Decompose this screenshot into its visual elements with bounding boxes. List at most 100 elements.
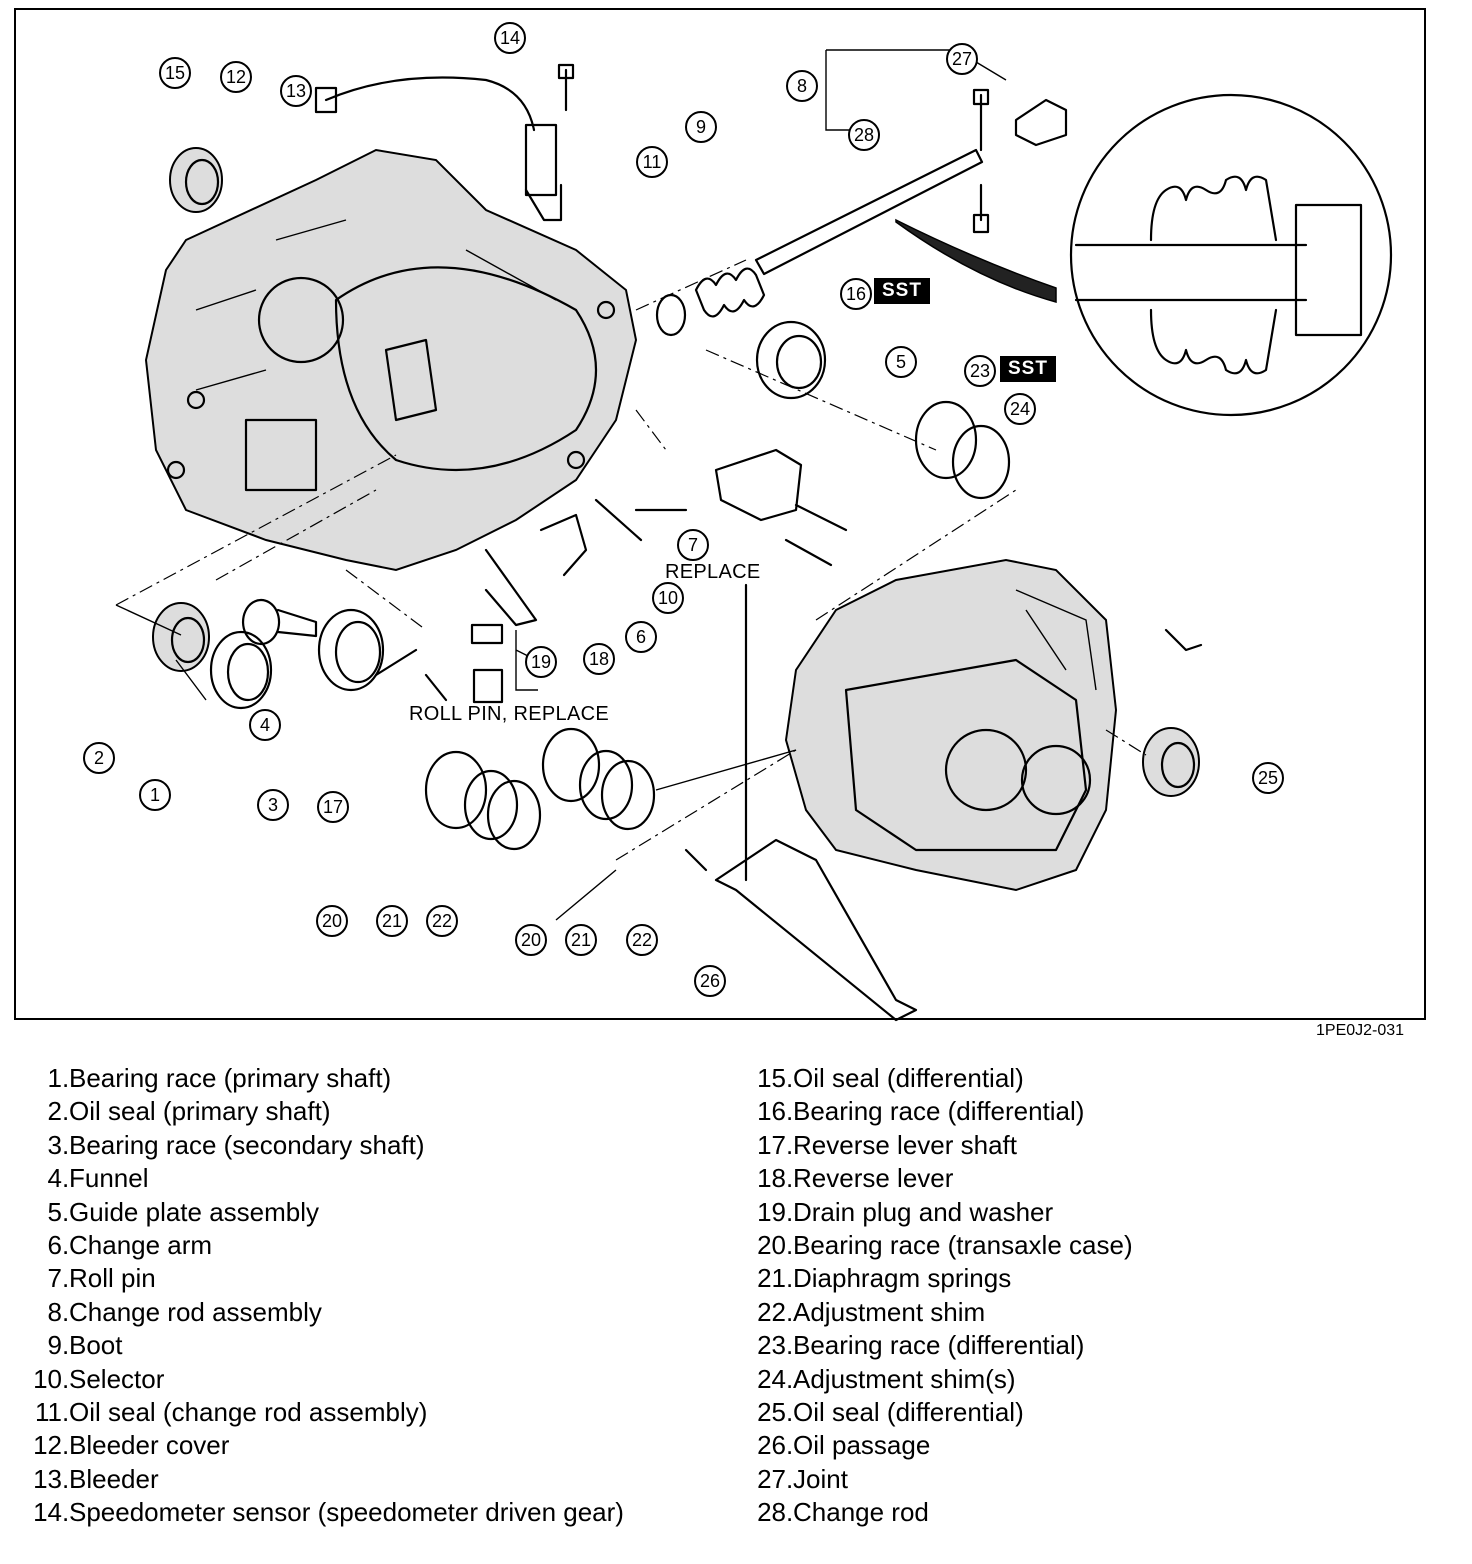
svg-text:9: 9 xyxy=(696,117,706,137)
legend-label: Change rod xyxy=(793,1497,929,1528)
callout-19: 19 xyxy=(525,646,557,678)
legend-number: 9 xyxy=(47,1330,62,1361)
sst-badge-16: SST xyxy=(874,278,930,304)
callout-20b: 20 xyxy=(515,924,547,956)
svg-text:17: 17 xyxy=(323,797,343,817)
svg-text:13: 13 xyxy=(286,81,306,101)
legend-item: 5.Guide plate assembly xyxy=(18,1196,624,1229)
boot-detail-inset xyxy=(895,93,1393,417)
callout-18: 18 xyxy=(583,643,615,675)
callout-6: 6 xyxy=(625,621,657,653)
legend-item: 17.Reverse lever shaft xyxy=(742,1129,1133,1162)
legend-item: 7.Roll pin xyxy=(18,1262,624,1295)
callout-4: 4 xyxy=(249,709,281,741)
legend-label: Diaphragm springs xyxy=(793,1263,1012,1294)
callout-28: 28 xyxy=(848,119,880,151)
legend-label: Adjustment shim(s) xyxy=(793,1363,1016,1394)
callout-22a: 22 xyxy=(426,905,458,937)
callout-16: 16 xyxy=(840,278,872,310)
legend-label: Oil passage xyxy=(793,1430,931,1461)
callout-15: 15 xyxy=(159,57,191,89)
legend-label: Bleeder cover xyxy=(69,1430,230,1461)
legend-item: 28.Change rod xyxy=(742,1496,1133,1529)
callout-8: 8 xyxy=(786,70,818,102)
svg-text:14: 14 xyxy=(500,28,520,48)
legend-item: 13.Bleeder xyxy=(18,1463,624,1496)
figure-code: 1PE0J2-031 xyxy=(1316,1022,1405,1039)
legend-label: Roll pin xyxy=(69,1263,156,1294)
legend-number: 14 xyxy=(33,1497,62,1528)
joint xyxy=(1014,98,1068,147)
svg-text:25: 25 xyxy=(1258,768,1278,788)
svg-text:21: 21 xyxy=(382,911,402,931)
transaxle-case xyxy=(784,558,1118,892)
svg-text:10: 10 xyxy=(658,588,678,608)
legend-label: Selector xyxy=(69,1363,165,1394)
roll-pin-replace-note: ROLL PIN, REPLACE xyxy=(409,703,609,725)
svg-text:1: 1 xyxy=(150,785,160,805)
legend-number: 12 xyxy=(33,1430,62,1461)
legend-label: Joint xyxy=(793,1463,848,1494)
legend-left: 1.Bearing race (primary shaft) 2.Oil sea… xyxy=(18,1062,624,1530)
legend-number: 1 xyxy=(47,1063,62,1093)
legend-number: 17 xyxy=(757,1129,786,1160)
legend-item: 26.Oil passage xyxy=(742,1429,1133,1462)
svg-text:27: 27 xyxy=(952,49,972,69)
legend-label: Funnel xyxy=(69,1163,149,1194)
legend-number: 23 xyxy=(757,1330,786,1361)
legend-number: 8 xyxy=(47,1296,62,1327)
legend-item: 21.Diaphragm springs xyxy=(742,1262,1133,1295)
callout-21b: 21 xyxy=(565,924,597,956)
legend-item: 14.Speedometer sensor (speedometer drive… xyxy=(18,1496,624,1529)
svg-text:4: 4 xyxy=(260,715,270,735)
svg-text:16: 16 xyxy=(846,284,866,304)
legend-label: Bearing race (transaxle case) xyxy=(793,1230,1133,1261)
svg-text:20: 20 xyxy=(521,930,541,950)
callout-9: 9 xyxy=(685,111,717,143)
svg-text:6: 6 xyxy=(636,627,646,647)
legend-item: 1.Bearing race (primary shaft) xyxy=(18,1062,624,1095)
svg-text:26: 26 xyxy=(700,971,720,991)
svg-text:22: 22 xyxy=(432,911,452,931)
svg-text:28: 28 xyxy=(854,125,874,145)
legend-number: 7 xyxy=(47,1263,62,1294)
legend-item: 15.Oil seal (differential) xyxy=(742,1062,1133,1095)
svg-text:18: 18 xyxy=(589,649,609,669)
legend-number: 22 xyxy=(757,1296,786,1327)
callout-26: 26 xyxy=(694,965,726,997)
legend-label: Change rod assembly xyxy=(69,1296,322,1327)
legend-label: Adjustment shim xyxy=(793,1296,986,1327)
change-rod xyxy=(655,148,984,337)
callout-10: 10 xyxy=(652,582,684,614)
legend-item: 25.Oil seal (differential) xyxy=(742,1396,1133,1429)
callout-22b: 22 xyxy=(626,924,658,956)
legend-label: Reverse lever shaft xyxy=(793,1129,1017,1160)
legend-item: 27.Joint xyxy=(742,1463,1133,1496)
legend-item: 18.Reverse lever xyxy=(742,1162,1133,1195)
exploded-view-drawing: 1 2 3 4 5 6 7 8 9 10 11 12 13 14 15 16 1… xyxy=(83,22,1393,1022)
legend-label: Speedometer sensor (speedometer driven g… xyxy=(69,1497,624,1528)
sst-badge-23: SST xyxy=(1000,356,1056,382)
legend-label: Oil seal (change rod assembly) xyxy=(69,1397,428,1428)
legend-number: 21 xyxy=(757,1263,786,1294)
legend-right: 15.Oil seal (differential) 16.Bearing ra… xyxy=(742,1062,1133,1530)
legend-item: 2.Oil seal (primary shaft) xyxy=(18,1095,624,1128)
legend-item: 3.Bearing race (secondary shaft) xyxy=(18,1129,624,1162)
legend-item: 20.Bearing race (transaxle case) xyxy=(742,1229,1133,1262)
replace-note: REPLACE xyxy=(665,561,761,583)
callout-5: 5 xyxy=(885,346,917,378)
svg-text:23: 23 xyxy=(970,361,990,381)
legend-item: 16.Bearing race (differential) xyxy=(742,1095,1133,1128)
callout-27: 27 xyxy=(946,43,978,75)
legend-label: Bleeder xyxy=(69,1463,159,1494)
svg-text:8: 8 xyxy=(797,76,807,96)
legend-item: 22.Adjustment shim xyxy=(742,1296,1133,1329)
callout-24: 24 xyxy=(1004,393,1036,425)
svg-text:11: 11 xyxy=(643,152,662,172)
legend-label: Reverse lever xyxy=(793,1163,954,1194)
legend-item: 24.Adjustment shim(s) xyxy=(742,1363,1133,1396)
legend-item: 6.Change arm xyxy=(18,1229,624,1262)
seals-and-races xyxy=(152,147,1200,851)
callout-1: 1 xyxy=(139,779,171,811)
legend-number: 27 xyxy=(757,1463,786,1494)
